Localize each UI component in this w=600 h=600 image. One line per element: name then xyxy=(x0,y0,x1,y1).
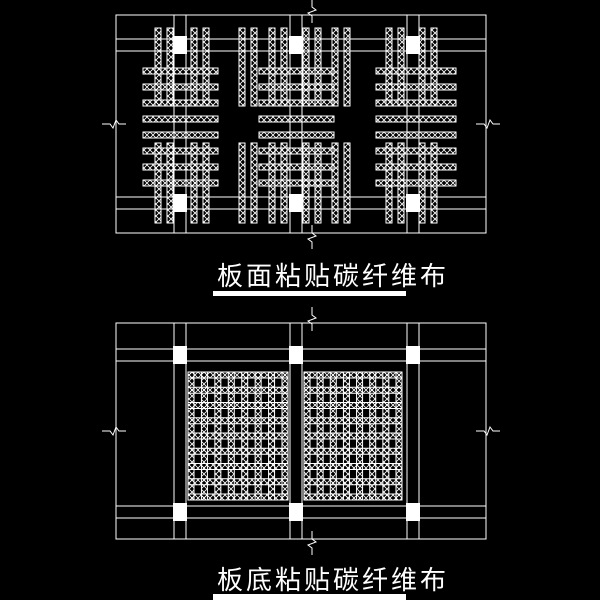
slab-outline xyxy=(115,14,487,234)
title-underline xyxy=(213,594,406,600)
plan-bottom-surface xyxy=(102,307,500,600)
carbon-fiber-strip xyxy=(303,402,403,409)
slab-outline xyxy=(115,322,487,540)
carbon-fiber-strip xyxy=(303,432,403,440)
column-square xyxy=(406,503,420,521)
break-line-symbol xyxy=(306,225,318,249)
carbon-fiber-strip xyxy=(331,27,339,107)
carbon-fiber-strip xyxy=(142,147,219,155)
carbon-fiber-strip xyxy=(187,371,289,379)
carbon-fiber-strip xyxy=(166,27,174,107)
break-line-symbol xyxy=(306,0,318,23)
column-square xyxy=(406,346,420,364)
break-line-symbol xyxy=(476,118,500,130)
carbon-fiber-strip xyxy=(190,27,198,107)
carbon-fiber-strip xyxy=(375,179,457,187)
break-line-symbol xyxy=(102,425,126,437)
carbon-fiber-strip xyxy=(258,131,335,139)
carbon-fiber-strip xyxy=(268,142,276,224)
carbon-fiber-strip xyxy=(202,27,210,107)
carbon-fiber-strip xyxy=(250,27,258,107)
carbon-fiber-strip xyxy=(154,27,162,107)
carbon-fiber-strip xyxy=(397,27,405,107)
column-square xyxy=(173,503,187,521)
break-line-symbol xyxy=(102,118,126,130)
carbon-fiber-strip xyxy=(238,142,246,224)
carbon-fiber-strip xyxy=(187,386,289,394)
carbon-fiber-strip xyxy=(142,131,219,139)
column-square xyxy=(289,36,303,54)
carbon-fiber-strip xyxy=(142,163,219,171)
carbon-fiber-strip xyxy=(303,447,403,455)
column-square xyxy=(289,503,303,521)
carbon-fiber-strip xyxy=(142,83,219,91)
carbon-fiber-strip xyxy=(280,142,288,224)
carbon-fiber-strip xyxy=(430,27,438,107)
carbon-fiber-strip xyxy=(142,115,219,123)
column-square xyxy=(289,194,303,212)
break-line-symbol xyxy=(306,531,318,555)
carbon-fiber-strip xyxy=(142,67,219,75)
carbon-fiber-strip xyxy=(302,142,310,224)
carbon-fiber-strip xyxy=(154,142,162,224)
carbon-fiber-strip xyxy=(166,142,174,224)
carbon-fiber-strip xyxy=(190,142,198,224)
carbon-fiber-strip xyxy=(375,131,457,139)
carbon-fiber-strip xyxy=(187,493,289,501)
column-square xyxy=(289,346,303,364)
column-square xyxy=(173,194,187,212)
plan-top-surface xyxy=(102,0,500,296)
column-square xyxy=(406,194,420,212)
carbon-fiber-strip xyxy=(343,27,351,107)
carbon-fiber-strip xyxy=(375,83,457,91)
carbon-fiber-strip xyxy=(375,67,457,75)
carbon-fiber-strip xyxy=(187,478,289,486)
carbon-fiber-strip xyxy=(187,417,289,425)
column-square xyxy=(173,36,187,54)
carbon-fiber-strip xyxy=(303,478,403,486)
carbon-fiber-strip xyxy=(303,463,403,470)
column-square xyxy=(173,346,187,364)
carbon-fiber-strip xyxy=(187,402,289,409)
carbon-fiber-strip xyxy=(418,27,426,107)
carbon-fiber-strip xyxy=(418,142,426,224)
carbon-fiber-strip xyxy=(385,142,393,224)
carbon-fiber-strip xyxy=(302,27,310,107)
carbon-fiber-strip xyxy=(343,142,351,224)
carbon-fiber-strip xyxy=(375,163,457,171)
carbon-fiber-strip xyxy=(142,99,219,107)
carbon-fiber-strip xyxy=(375,99,457,107)
carbon-fiber-strip xyxy=(187,432,289,440)
carbon-fiber-strip xyxy=(385,27,393,107)
carbon-fiber-strip xyxy=(375,147,457,155)
carbon-fiber-strip xyxy=(303,493,403,501)
title-top-surface: 板面粘贴碳纤维布 xyxy=(217,262,450,292)
carbon-fiber-strip xyxy=(375,115,457,123)
carbon-fiber-strip xyxy=(430,142,438,224)
carbon-fiber-strip xyxy=(202,142,210,224)
carbon-fiber-strip xyxy=(238,27,246,107)
carbon-fiber-strip xyxy=(303,417,403,425)
carbon-fiber-strip xyxy=(187,463,289,470)
carbon-fiber-strip xyxy=(280,27,288,107)
title-underline xyxy=(213,291,406,296)
carbon-fiber-strip xyxy=(397,142,405,224)
break-line-symbol xyxy=(476,425,500,437)
break-line-symbol xyxy=(306,307,318,331)
carbon-fiber-strip xyxy=(303,371,403,379)
carbon-fiber-strip xyxy=(187,447,289,455)
carbon-fiber-strip xyxy=(250,142,258,224)
column-square xyxy=(406,36,420,54)
carbon-fiber-strip xyxy=(303,386,403,394)
carbon-fiber-strip xyxy=(268,27,276,107)
title-bottom-surface: 板底粘贴碳纤维布 xyxy=(217,566,450,596)
carbon-fiber-strip xyxy=(331,142,339,224)
carbon-fiber-strip xyxy=(258,115,335,123)
carbon-fiber-strip xyxy=(314,142,322,224)
carbon-fiber-strip xyxy=(142,179,219,187)
carbon-fiber-strip xyxy=(314,27,322,107)
